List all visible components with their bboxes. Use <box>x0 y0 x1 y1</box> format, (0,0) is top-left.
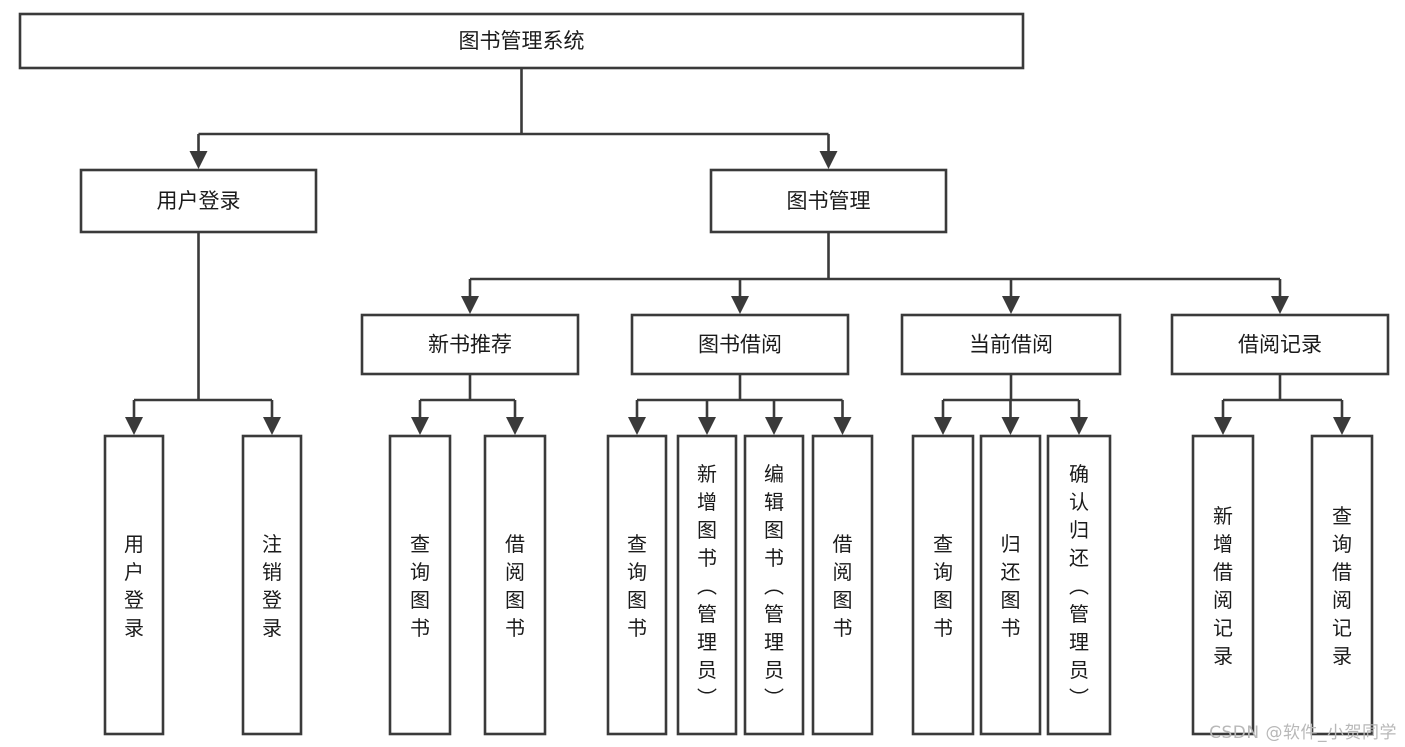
node-leaf-borrow-book-1[interactable]: 借阅图书 <box>483 434 547 736</box>
node-box <box>103 434 165 736</box>
node-leaf-return-book[interactable]: 归还图书 <box>979 434 1042 736</box>
node-label: 归还图书 <box>1001 532 1021 640</box>
arrow-head-icon <box>1001 417 1020 435</box>
node-label: 注销登录 <box>262 532 282 640</box>
arrow-head-icon <box>731 296 749 314</box>
node-label: 借阅图书 <box>833 532 853 640</box>
node-l3-new-book-rec[interactable]: 新书推荐 <box>360 313 580 376</box>
node-box <box>79 168 318 234</box>
arrow-head-icon <box>461 296 479 314</box>
arrow-head-icon <box>1333 417 1351 435</box>
node-box <box>1310 434 1374 736</box>
node-leaf-add-record[interactable]: 新增借阅记录 <box>1191 434 1255 736</box>
node-l3-current-borrow[interactable]: 当前借阅 <box>900 313 1122 376</box>
node-label: 查询借阅记录 <box>1332 504 1352 668</box>
arrow-head-icon <box>934 417 952 435</box>
node-box <box>1191 434 1255 736</box>
node-leaf-user-login[interactable]: 用户登录 <box>103 434 165 736</box>
node-box <box>606 434 668 736</box>
node-leaf-logout[interactable]: 注销登录 <box>241 434 303 736</box>
node-label: 当前借阅 <box>969 333 1053 357</box>
node-label: 查询图书 <box>627 532 647 640</box>
arrow-head-icon <box>833 417 852 435</box>
node-label: 查询图书 <box>410 532 430 640</box>
node-box <box>900 313 1122 376</box>
edge-layer <box>125 68 1351 435</box>
node-label: 借阅记录 <box>1238 333 1322 357</box>
node-box <box>1170 313 1390 376</box>
node-leaf-borrow-book-2[interactable]: 借阅图书 <box>811 434 874 736</box>
arrow-head-icon <box>411 417 429 435</box>
node-box <box>388 434 452 736</box>
arrow-head-icon <box>1214 417 1232 435</box>
node-leaf-add-book[interactable]: 新增图书︵管理员︶ <box>676 434 738 736</box>
arrow-head-icon <box>506 417 524 435</box>
node-label: 用户登录 <box>157 189 241 213</box>
node-box <box>1046 434 1112 736</box>
node-box <box>483 434 547 736</box>
node-box <box>18 12 1025 70</box>
arrow-head-icon <box>1070 417 1088 435</box>
node-box <box>911 434 975 736</box>
node-box <box>676 434 738 736</box>
node-leaf-query-book-2[interactable]: 查询图书 <box>606 434 668 736</box>
node-box <box>811 434 874 736</box>
arrow-head-icon <box>819 151 838 169</box>
node-leaf-query-book-3[interactable]: 查询图书 <box>911 434 975 736</box>
node-label: 图书管理 <box>787 189 871 213</box>
node-box <box>979 434 1042 736</box>
node-leaf-confirm-return[interactable]: 确认归还︵管理员︶ <box>1046 434 1112 736</box>
node-label: 新增借阅记录 <box>1213 504 1233 668</box>
arrow-head-icon <box>1002 296 1020 314</box>
arrow-head-icon <box>125 417 143 435</box>
node-box <box>241 434 303 736</box>
node-box <box>743 434 805 736</box>
node-label: 确认归还︵管理员︶ <box>1069 462 1089 710</box>
node-l2-book-manage[interactable]: 图书管理 <box>709 168 948 234</box>
node-l3-borrow-record[interactable]: 借阅记录 <box>1170 313 1390 376</box>
arrow-head-icon <box>698 417 716 435</box>
arrow-head-icon <box>1271 296 1289 314</box>
node-label: 用户登录 <box>124 532 144 640</box>
arrow-head-icon <box>189 151 208 169</box>
node-leaf-edit-book[interactable]: 编辑图书︵管理员︶ <box>743 434 805 736</box>
node-layer: 图书管理系统用户登录图书管理新书推荐图书借阅当前借阅借阅记录用户登录注销登录查询… <box>18 12 1390 736</box>
arrow-head-icon <box>263 417 281 435</box>
arrow-head-icon <box>765 417 783 435</box>
node-leaf-query-record[interactable]: 查询借阅记录 <box>1310 434 1374 736</box>
node-label: 借阅图书 <box>505 532 525 640</box>
node-label: 图书管理系统 <box>459 29 585 53</box>
node-l3-book-borrow[interactable]: 图书借阅 <box>630 313 850 376</box>
node-box <box>360 313 580 376</box>
node-l2-user-login[interactable]: 用户登录 <box>79 168 318 234</box>
node-label: 编辑图书︵管理员︶ <box>764 462 784 710</box>
arrow-head-icon <box>628 417 646 435</box>
node-label: 图书借阅 <box>698 333 782 357</box>
node-label: 新增图书︵管理员︶ <box>697 462 717 710</box>
node-box <box>630 313 850 376</box>
node-root[interactable]: 图书管理系统 <box>18 12 1025 70</box>
node-leaf-query-book-1[interactable]: 查询图书 <box>388 434 452 736</box>
node-label: 新书推荐 <box>428 333 512 357</box>
node-label: 查询图书 <box>933 532 953 640</box>
node-box <box>709 168 948 234</box>
